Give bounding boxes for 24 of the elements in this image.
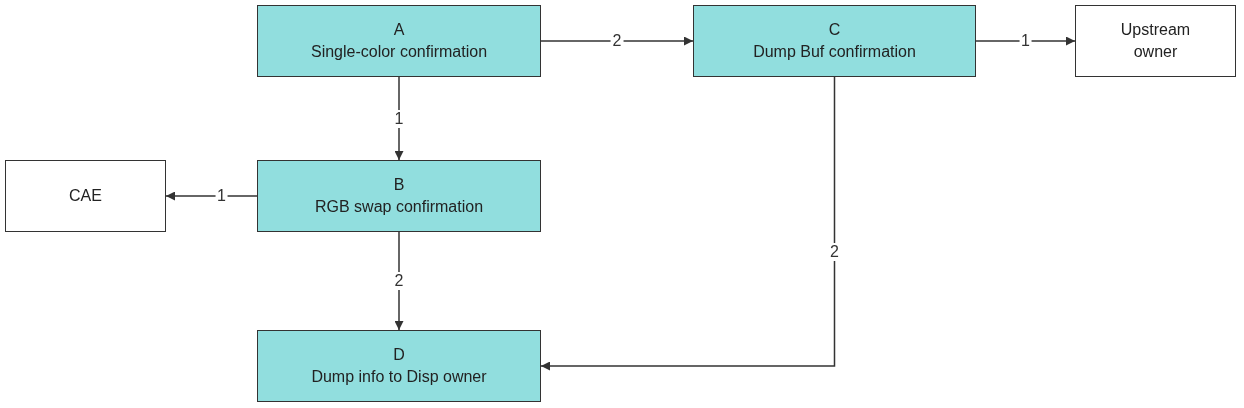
- process-box: [257, 160, 541, 232]
- box-text: CAE: [69, 186, 102, 206]
- process-box: [5, 160, 166, 232]
- box-heading: D: [393, 345, 405, 365]
- box-text: Dump Buf confirmation: [753, 42, 916, 62]
- process-box: [257, 5, 541, 77]
- edge-label: 2: [828, 242, 841, 261]
- box-heading: A: [393, 20, 405, 40]
- box-heading: C: [828, 20, 841, 40]
- box-text: Single-color confirmation: [310, 42, 488, 62]
- edge-label: 1: [392, 109, 406, 128]
- edge-label: 2: [392, 272, 406, 290]
- arrow: [540, 36, 694, 46]
- process-box: [257, 330, 541, 402]
- arrow: [975, 36, 1076, 46]
- arrow: [540, 76, 836, 371]
- arrow: [165, 191, 258, 201]
- box-text: Dump info to Disp owner: [311, 367, 487, 387]
- box-text: RGB swap confirmation: [314, 197, 484, 217]
- process-box: [693, 5, 976, 77]
- box-text: Upstream owner: [1119, 20, 1192, 62]
- arrow: [394, 231, 404, 331]
- process-box: [1075, 5, 1236, 77]
- box-heading: B: [393, 175, 405, 195]
